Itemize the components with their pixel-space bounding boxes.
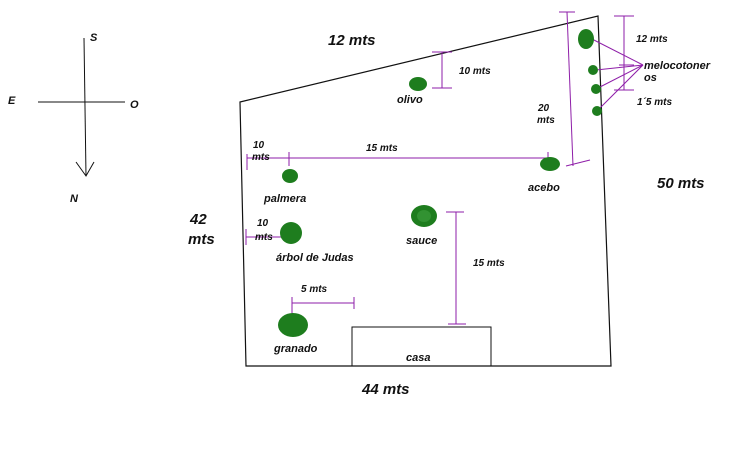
tree-palmera (282, 169, 298, 183)
dist-palmera-left-2: mts (252, 152, 270, 163)
label-sauce: sauce (406, 235, 437, 247)
compass-ns-line (83, 37, 87, 177)
compass-north: N (70, 193, 79, 205)
dim-right: 50 mts (657, 175, 705, 192)
tree-granado (278, 313, 308, 337)
dist-acebo-1: 20 (537, 103, 550, 114)
dim-top: 12 mts (328, 32, 376, 49)
tree-melocotonero-3 (591, 84, 601, 94)
compass-arrow-icon (75, 161, 95, 177)
compass-west: O (130, 99, 139, 111)
dist-judas-left-2: mts (255, 232, 273, 243)
tree-acebo (540, 157, 560, 171)
tree-melocotonero-1 (578, 29, 594, 49)
measurements (245, 11, 644, 325)
label-granado: granado (273, 343, 318, 355)
tree-melocotonero-4 (592, 106, 602, 116)
dist-melocotoneros: 12 mts (636, 34, 668, 45)
label-melocotoneros-1: melocotoner (644, 60, 711, 72)
plot-outline (239, 15, 612, 367)
measure-acebo (566, 11, 574, 167)
dist-palmera-left-1: 10 (253, 140, 265, 151)
compass-east: E (8, 95, 16, 107)
label-olivo: olivo (397, 94, 423, 106)
dist-sauce-house: 15 mts (473, 258, 505, 269)
dist-melocotoneros-gap: 1´5 mts (637, 97, 672, 108)
tree-melocotonero-2 (588, 65, 598, 75)
dist-acebo-2: mts (537, 115, 555, 126)
dist-granado: 5 mts (301, 284, 328, 295)
label-judas: árbol de Judas (276, 252, 354, 264)
dim-left-2: mts (188, 231, 215, 248)
label-palmera: palmera (263, 193, 306, 205)
label-melocotoneros-2: os (644, 72, 657, 84)
trees (278, 29, 602, 337)
compass-south: S (90, 32, 98, 44)
dist-olivo: 10 mts (459, 66, 491, 77)
dim-bottom: 44 mts (361, 381, 410, 398)
tree-judas (280, 222, 302, 244)
label-acebo: acebo (528, 182, 560, 194)
tree-olivo (409, 77, 427, 91)
dist-palmera-acebo: 15 mts (366, 143, 398, 154)
dist-judas-left-1: 10 (257, 218, 269, 229)
compass: S E O N (8, 32, 139, 205)
dim-left-1: 42 (189, 211, 207, 228)
house-outline (351, 326, 492, 366)
house-label: casa (406, 352, 430, 364)
